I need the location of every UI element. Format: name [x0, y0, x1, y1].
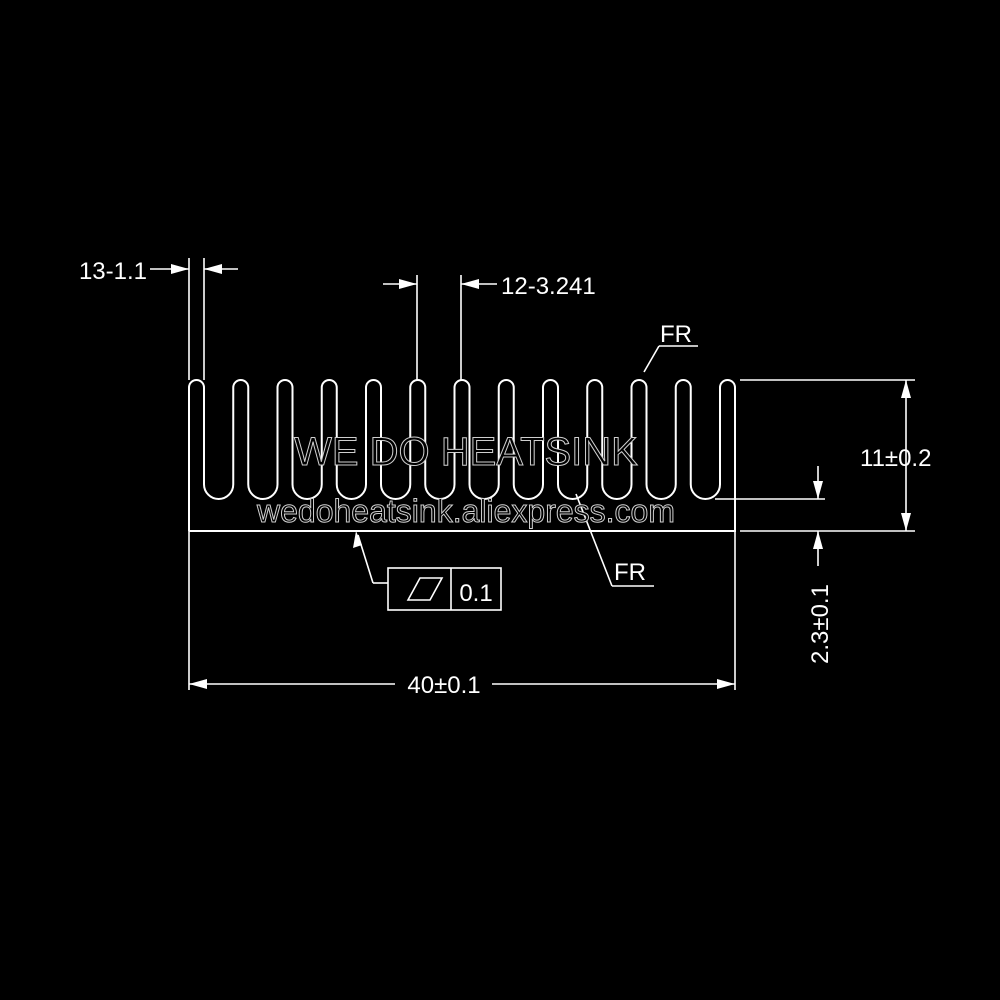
- base-thickness-label: 2.3±0.1: [807, 584, 834, 664]
- flatness-tolerance-value: 0.1: [459, 580, 492, 607]
- height-label: 11±0.2: [860, 445, 931, 472]
- width-arrow-right: [717, 679, 735, 689]
- flatness-frame: [387, 567, 502, 611]
- width-arrow-left: [189, 679, 207, 689]
- fin-thickness-arrow-right: [204, 264, 222, 274]
- width-label: 40±0.1: [407, 672, 480, 699]
- fillet-leader-bottom: [575, 493, 613, 587]
- base-thickness-arrow-bottom: [813, 531, 823, 549]
- fin-gap-arrow-left: [399, 279, 417, 289]
- fin-gap-label: 12-3.241: [501, 273, 596, 300]
- fin-thickness-label: 13-1.1: [79, 258, 147, 285]
- height-arrow-top: [901, 380, 911, 398]
- fin-thickness-arrow-left: [171, 264, 189, 274]
- fillet-label-top: FR: [660, 321, 692, 348]
- fin-gap-arrow-right: [461, 279, 479, 289]
- fillet-leader-top: [643, 345, 660, 373]
- flatness-parallelogram-icon: [406, 577, 444, 601]
- base-thickness-arrow-top: [813, 481, 823, 499]
- height-arrow-bottom: [901, 513, 911, 531]
- heatsink-profile: [188, 379, 736, 532]
- flatness-leader-arrow: [353, 531, 362, 548]
- fillet-label-bottom: FR: [614, 559, 646, 586]
- watermark-url: wedoheatsink.aliexpress.com: [256, 493, 675, 529]
- watermark-brand: WE DO HEATSINK: [294, 430, 638, 474]
